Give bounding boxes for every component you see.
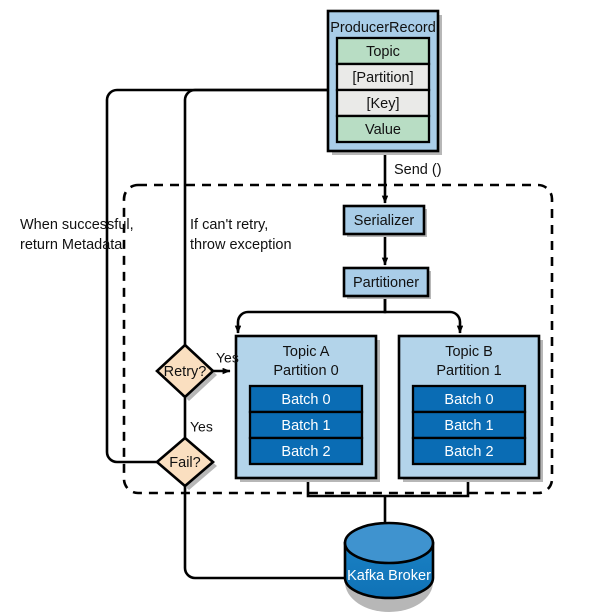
annotation-exception-line-2: throw exception <box>190 237 292 253</box>
producer-record-field-key: [Key] <box>366 96 399 112</box>
topic-a-batch-1-label: Batch 1 <box>281 418 330 434</box>
edge-partitioner-topic-a <box>234 297 387 334</box>
fail-decision-diamond <box>155 436 215 488</box>
topic-b-batch-2-bg <box>411 436 527 466</box>
broker-label: Kafka Broker <box>347 568 431 584</box>
topic-b-batch-0-label: Batch 0 <box>444 392 493 408</box>
producer-record-title: ProducerRecord <box>330 20 436 36</box>
topic-a-batch-2-bg <box>248 436 364 466</box>
producer-record-field-partition: [Partition] <box>352 70 413 86</box>
topic-a-partition: Partition 0 <box>273 363 338 379</box>
retry-decision-node[interactable]: Retry? <box>155 343 217 401</box>
topic-b-batch-2-label: Batch 2 <box>444 444 493 460</box>
partitioner-node[interactable]: Partitioner <box>342 266 431 299</box>
topic-a-batch-0-bg <box>248 384 364 414</box>
topic-a-batch-0-label: Batch 0 <box>281 392 330 408</box>
edge-topic-b-to-merge <box>385 482 470 498</box>
retry-decision-label: Retry? <box>164 364 207 380</box>
edge-success-return <box>105 86 348 464</box>
edge-partitioner-topic-b <box>383 297 464 334</box>
annotation-success: When successful, return Metadata <box>20 217 134 253</box>
edge-label-retry-yes: Yes <box>216 350 239 366</box>
serializer-box <box>342 204 426 236</box>
edge-label-send: Send () <box>394 162 442 178</box>
annotation-exception-line-1: If can't retry, <box>190 217 268 233</box>
topic-a-name: Topic A <box>283 344 330 360</box>
edge-label-fail-yes: Yes <box>190 419 213 435</box>
fail-decision-node[interactable]: Fail? <box>155 436 217 490</box>
broker-top-ellipse <box>343 521 435 565</box>
edge-exception-return <box>183 86 348 345</box>
edge-broker-to-fail <box>181 473 345 580</box>
fail-decision-label: Fail? <box>169 455 200 471</box>
producer-record-field-value-bg <box>335 114 431 144</box>
producer-record-node[interactable]: ProducerRecord Topic [Partition] [Key] V… <box>326 9 442 155</box>
annotation-success-line-2: return Metadata <box>20 237 123 253</box>
partitioner-box <box>342 266 430 298</box>
edge-topic-a-to-merge <box>306 482 385 498</box>
topic-b-batch-1-bg <box>411 410 527 440</box>
producer-record-field-value: Value <box>365 122 401 138</box>
producer-record-field-partition-bg <box>335 62 431 92</box>
topic-b-name: Topic B <box>445 344 493 360</box>
retry-decision-diamond <box>155 343 215 399</box>
kafka-broker-node[interactable]: Kafka Broker <box>343 521 435 612</box>
partitioner-label: Partitioner <box>353 275 419 291</box>
topic-b-node[interactable]: Topic B Partition 1 Batch 0 Batch 1 Batc… <box>397 334 543 482</box>
topic-b-partition: Partition 1 <box>436 363 501 379</box>
producer-boundary-dashed <box>122 183 554 495</box>
serializer-label: Serializer <box>354 213 415 229</box>
annotation-exception: If can't retry, throw exception <box>190 217 292 253</box>
producer-record-field-topic: Topic <box>366 44 400 60</box>
serializer-node[interactable]: Serializer <box>342 204 427 237</box>
annotation-success-line-1: When successful, <box>20 217 134 233</box>
topic-a-node[interactable]: Topic A Partition 0 Batch 0 Batch 1 Batc… <box>234 334 380 482</box>
topic-b-batch-1-label: Batch 1 <box>444 418 493 434</box>
topic-a-batch-2-label: Batch 2 <box>281 444 330 460</box>
topic-a-batch-1-bg <box>248 410 364 440</box>
